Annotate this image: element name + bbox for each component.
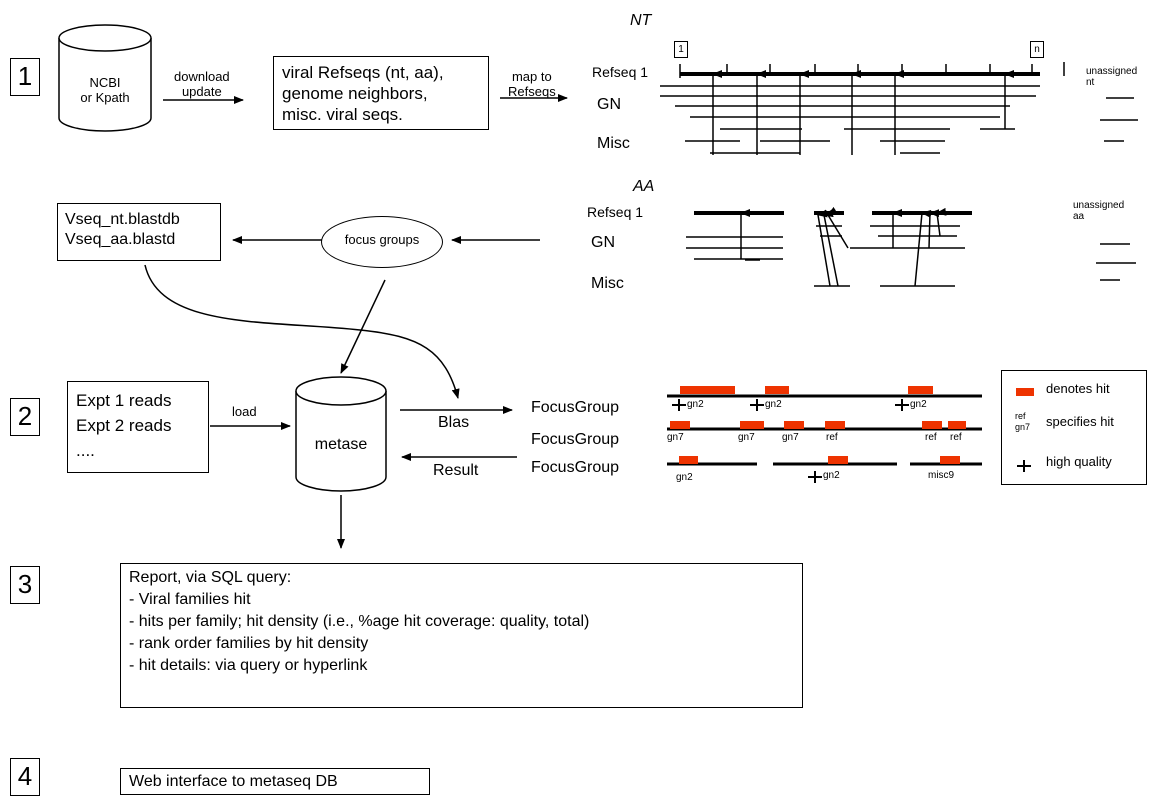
blastdb-text: Vseq_nt.blastdb Vseq_aa.blastd bbox=[65, 211, 180, 248]
hit-label-ref-a: ref bbox=[826, 432, 838, 443]
legend-hit-label: denotes hit bbox=[1046, 381, 1110, 396]
hit-label-gn2-a: gn2 bbox=[687, 399, 704, 410]
report-title: Report, via SQL query: bbox=[129, 569, 292, 586]
unassigned-aa-label: unassigned aa bbox=[1073, 200, 1125, 222]
reads-text: Expt 1 reads Expt 2 reads .... bbox=[76, 391, 172, 460]
unassigned-nt-label: unassigned nt bbox=[1086, 66, 1138, 88]
report-item-2: - hits per family; hit density (i.e., %a… bbox=[129, 613, 590, 630]
aa-gn-label: GN bbox=[591, 234, 615, 251]
focus-group-row-1: FocusGroup bbox=[531, 399, 620, 416]
ncbi-cylinder bbox=[58, 24, 152, 132]
web-interface-box: Web interface to metaseq DB bbox=[120, 768, 430, 795]
hit-label-gn2-b: gn2 bbox=[765, 399, 782, 410]
nt-misc-label: Misc bbox=[597, 135, 630, 152]
report-item-1: - Viral families hit bbox=[129, 591, 251, 608]
focus-group-tracks bbox=[667, 386, 1034, 483]
legend-ref-label: ref bbox=[1015, 411, 1026, 421]
hit-label-misc9: misc9 bbox=[928, 470, 955, 481]
report-box: Report, via SQL query: - Viral families … bbox=[120, 563, 803, 708]
nt-refseq-label: Refseq 1 bbox=[592, 64, 649, 80]
legend-quality-label: high quality bbox=[1046, 454, 1112, 469]
result-label: Result bbox=[433, 462, 479, 479]
reads-box: Expt 1 reads Expt 2 reads .... bbox=[67, 381, 209, 473]
blastdb-to-blast-curve bbox=[144, 264, 460, 399]
position-marker-start: 1 bbox=[674, 41, 688, 58]
aa-refseq-label: Refseq 1 bbox=[587, 204, 644, 220]
download-update-label: download update bbox=[174, 69, 230, 99]
hit-label-gn7-b: gn7 bbox=[738, 432, 755, 443]
aa-alignment-schematic bbox=[686, 206, 1136, 287]
viral-seqs-box: viral Refseqs (nt, aa), genome neighbors… bbox=[273, 56, 489, 130]
focus-groups-ellipse: focus groups bbox=[321, 216, 443, 268]
step-2-number: 2 bbox=[10, 398, 40, 436]
metase-cylinder bbox=[295, 376, 387, 492]
position-marker-end: n bbox=[1030, 41, 1044, 58]
web-interface-label: Web interface to metaseq DB bbox=[129, 773, 338, 790]
blast-label: Blas bbox=[438, 414, 470, 431]
map-to-refseqs-label: map to Refseqs bbox=[508, 69, 556, 99]
step-4-number: 4 bbox=[10, 758, 40, 796]
focus-group-row-3: FocusGroup bbox=[531, 459, 620, 476]
aa-misc-label: Misc bbox=[591, 275, 624, 292]
legend-gn7-label: gn7 bbox=[1015, 422, 1031, 432]
viral-seqs-text: viral Refseqs (nt, aa), genome neighbors… bbox=[282, 63, 444, 124]
hit-label-gn2-e: gn2 bbox=[823, 470, 840, 481]
report-item-4: - hit details: via query or hyperlink bbox=[129, 657, 368, 674]
legend-specifies-label: specifies hit bbox=[1046, 414, 1114, 429]
hit-label-gn2-d: gn2 bbox=[676, 472, 693, 483]
hit-label-ref-c: ref bbox=[950, 432, 962, 443]
nt-gn-label: GN bbox=[597, 96, 621, 113]
aa-heading: AA bbox=[633, 178, 655, 195]
focus-groups-label: focus groups bbox=[344, 232, 420, 247]
step-3-number: 3 bbox=[10, 566, 40, 604]
nt-alignment-schematic bbox=[660, 62, 1138, 155]
hit-label-ref-b: ref bbox=[925, 432, 937, 443]
hit-label-gn7-a: gn7 bbox=[667, 432, 684, 443]
ncbi-database-label: NCBI or Kpath bbox=[80, 75, 130, 105]
legend-hit-swatch bbox=[1016, 388, 1034, 396]
legend-box: denotes hit ref gn7 specifies hit high q… bbox=[1001, 370, 1147, 485]
load-label: load bbox=[232, 404, 257, 419]
hit-label-gn2-c: gn2 bbox=[910, 399, 927, 410]
hit-label-gn7-c: gn7 bbox=[782, 432, 799, 443]
nt-heading: NT bbox=[630, 12, 652, 29]
focus-group-row-2: FocusGroup bbox=[531, 431, 620, 448]
focus-to-metase-arrow bbox=[340, 279, 386, 374]
blastdb-box: Vseq_nt.blastdb Vseq_aa.blastd bbox=[57, 203, 221, 261]
metase-database-label: metase bbox=[314, 436, 368, 453]
step-1-number: 1 bbox=[10, 58, 40, 96]
report-item-3: - rank order families by hit density bbox=[129, 635, 369, 652]
